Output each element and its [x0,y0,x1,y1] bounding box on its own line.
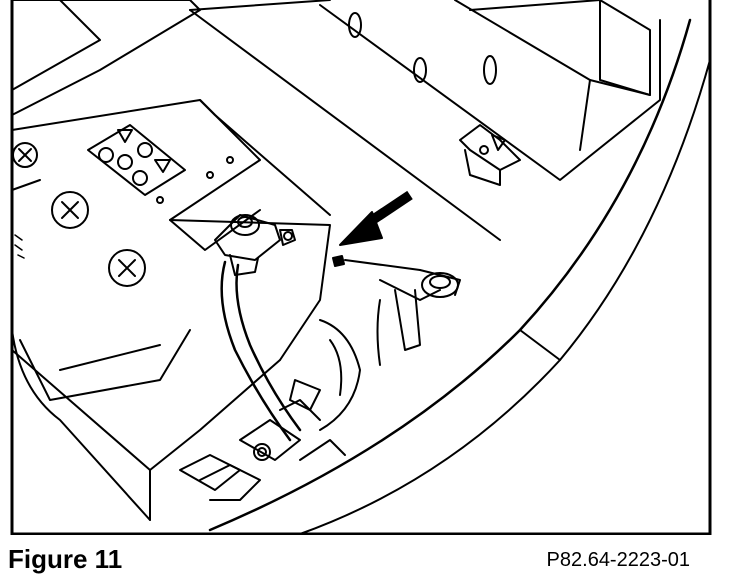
figure-caption: Figure 11 [8,544,123,574]
battery [11,0,331,521]
right-cable-connector [344,259,461,366]
ground-point [332,255,345,267]
outer-body-panel [208,18,711,535]
cell-cap-1 [12,142,38,168]
vent-panel [87,124,186,196]
ground-cable [220,260,302,442]
upper-rear-tray [189,0,661,241]
cell-cap-3 [108,249,146,287]
cell-cap-2 [51,191,89,229]
lower-components [179,319,361,501]
battery-compartment-illustration [10,0,712,535]
battery-diagram-svg [10,0,712,535]
indicator-arrow [339,190,413,246]
battery-terminal-clamp [169,209,296,276]
figure-reference-code: P82.64-2223-01 [546,549,690,571]
side-marking [14,234,25,259]
